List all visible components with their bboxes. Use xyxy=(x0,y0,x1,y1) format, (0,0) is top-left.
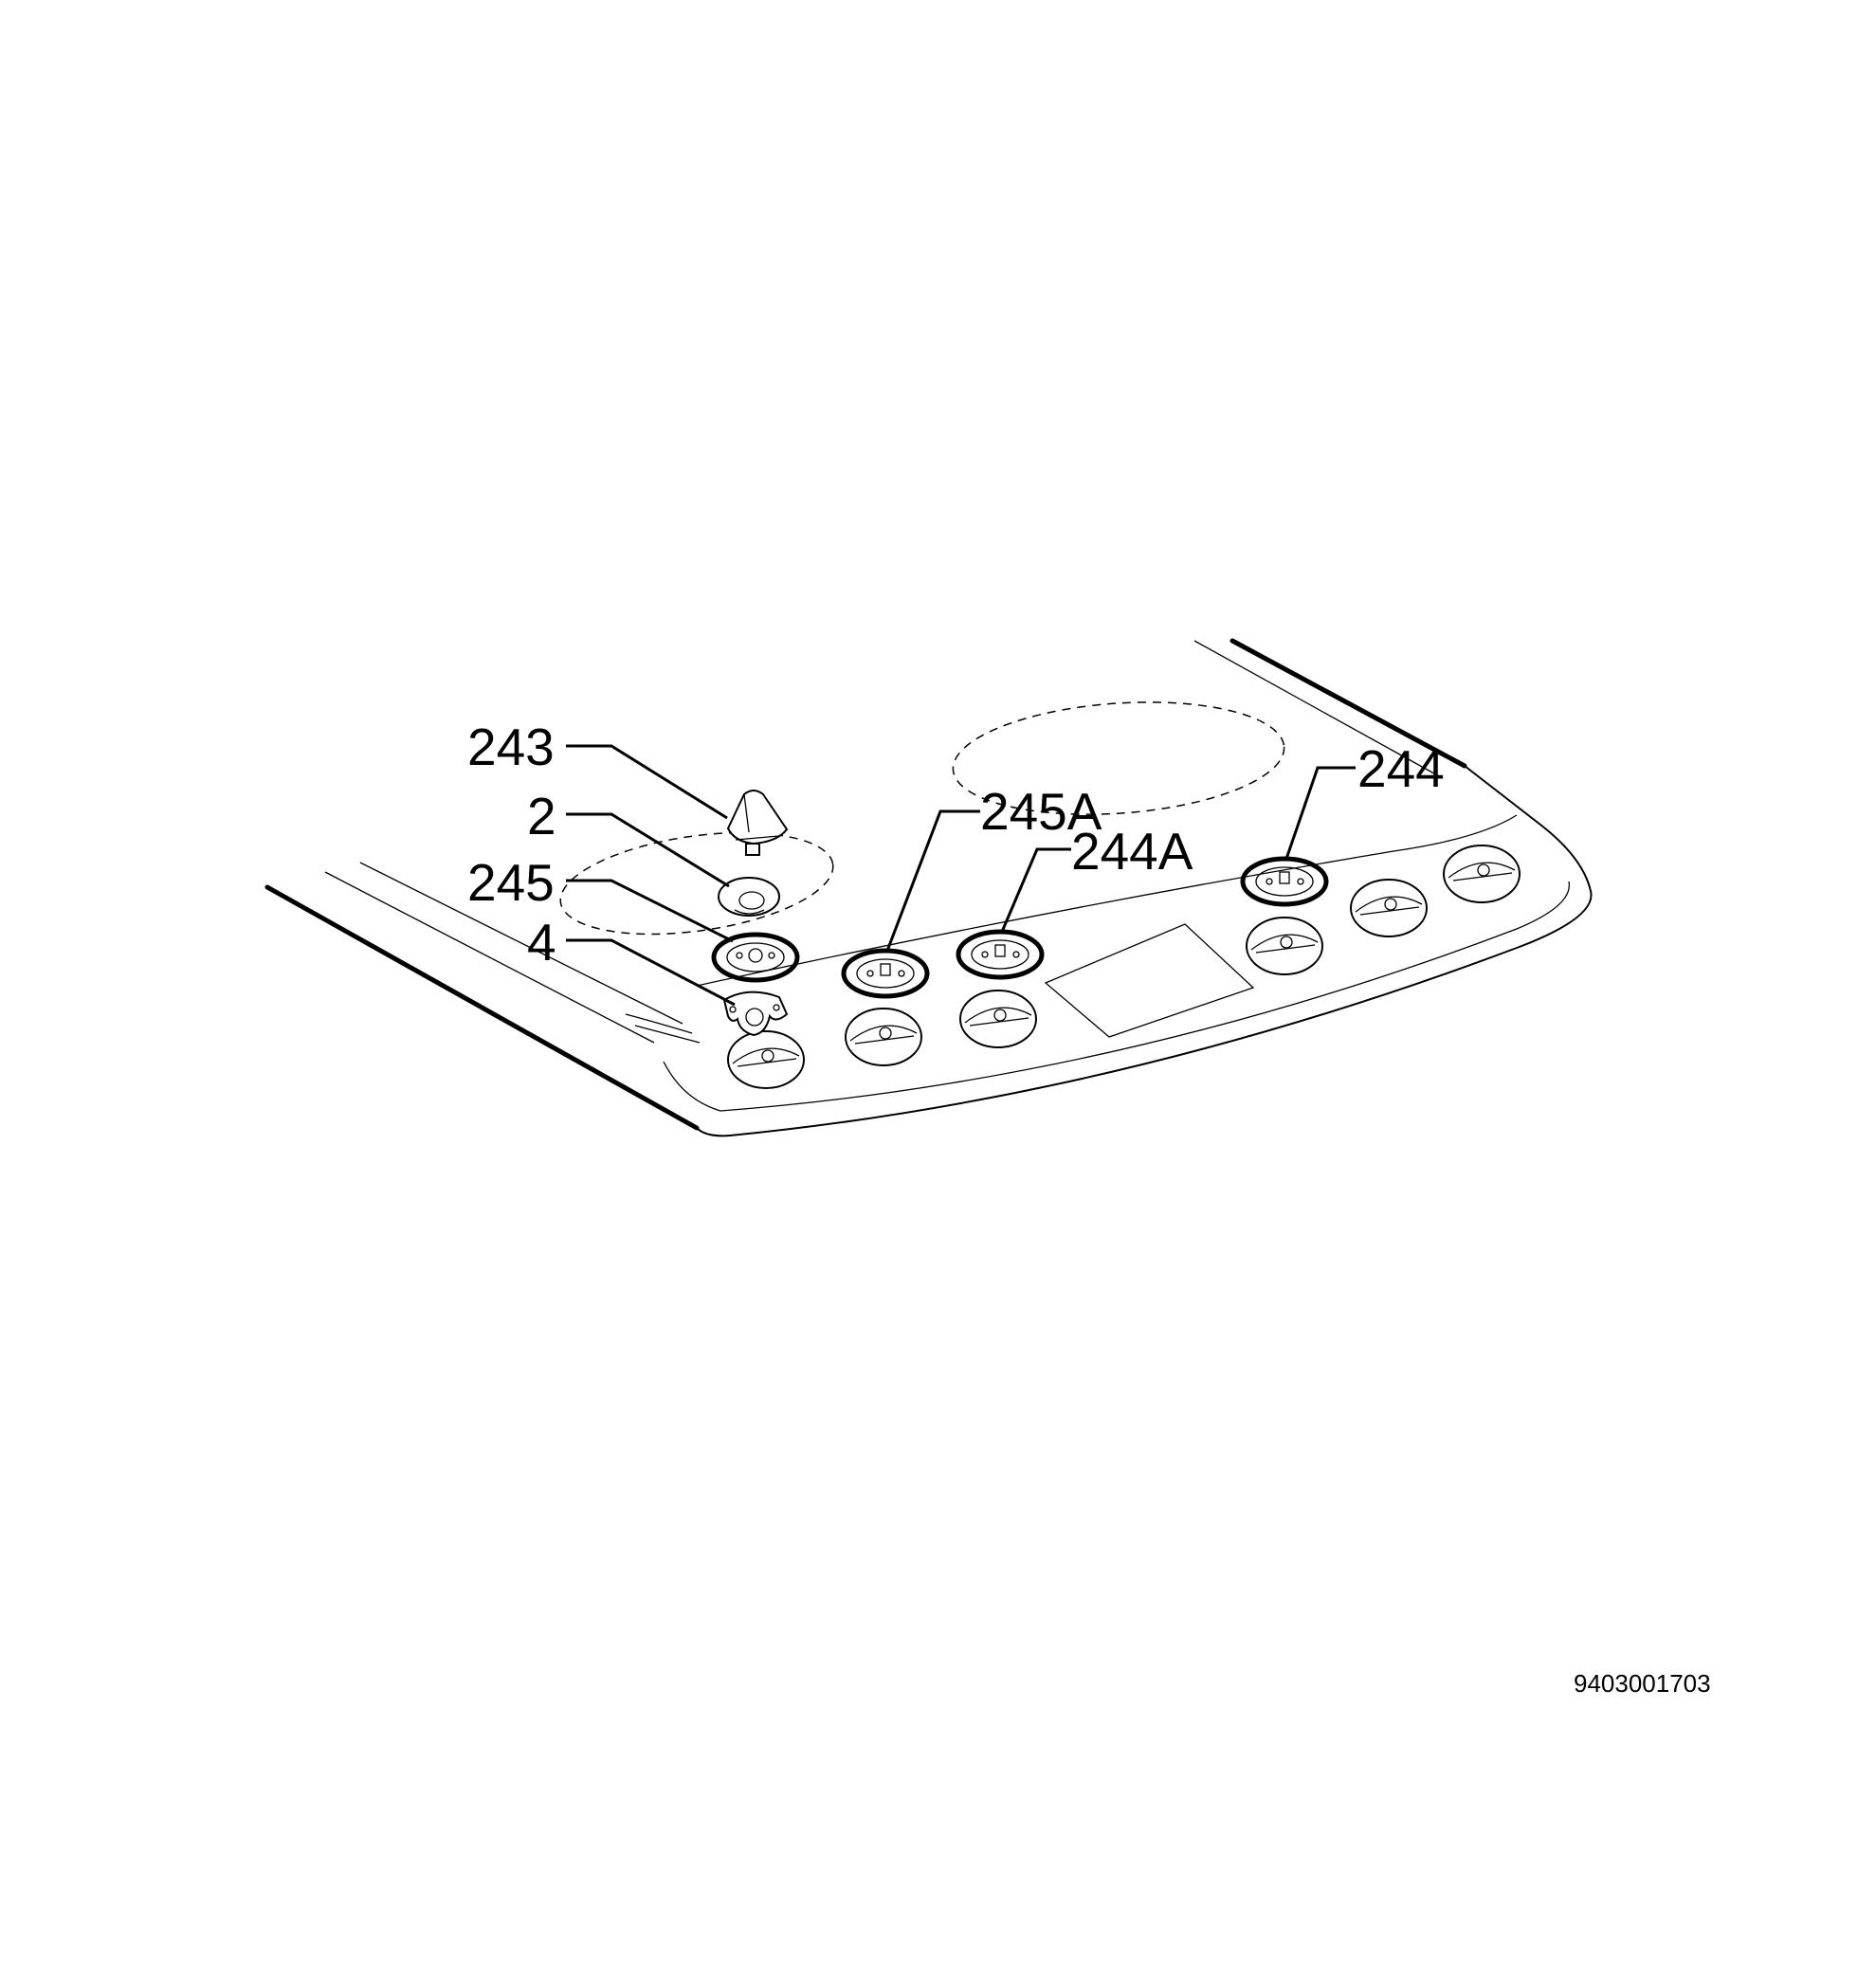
seal-ring-part-245 xyxy=(711,932,800,983)
knob-recess-4 xyxy=(1246,917,1323,975)
seal-ring-part-244 xyxy=(1240,856,1329,907)
panel-inner-edge-left xyxy=(324,871,655,1044)
panel-band-top xyxy=(696,814,1518,987)
leader-244A xyxy=(1000,847,1071,933)
dashed-hob-outline-left xyxy=(559,831,834,936)
panel-inner-edge-left-2 xyxy=(359,862,683,1025)
leader-243 xyxy=(566,744,728,820)
knob-recesses xyxy=(727,845,1521,1089)
knob-recess-2 xyxy=(845,1008,922,1066)
leader-4 xyxy=(566,938,736,1007)
control-knob-part xyxy=(726,790,789,856)
control-panel xyxy=(264,638,1593,1137)
panel-edge-right xyxy=(1229,638,1467,769)
callout-label-244: 244 xyxy=(1357,739,1445,798)
panel-inner-edge-right xyxy=(1193,640,1442,778)
leader-244 xyxy=(1284,766,1356,860)
leader-lines xyxy=(566,744,1356,1007)
panel-front-contour xyxy=(696,765,1593,1137)
panel-front-lip xyxy=(663,881,1570,1112)
seal-ring-part-245A xyxy=(841,948,930,999)
callout-label-245: 245 xyxy=(467,853,555,912)
diagram-reference-number: 9403001703 xyxy=(1574,1669,1711,1698)
callout-label-243: 243 xyxy=(467,718,555,776)
knob-recess-6 xyxy=(1443,845,1521,903)
knob-recess-3 xyxy=(959,990,1037,1048)
callout-label-244A: 244A xyxy=(1071,822,1193,881)
dashed-hob-outline-right xyxy=(952,701,1285,815)
knob-recess-5 xyxy=(1350,879,1428,937)
seal-ring-part-244A xyxy=(956,929,1045,980)
callout-label-4: 4 xyxy=(527,913,556,972)
leader-245 xyxy=(566,879,734,943)
spring-clip-part xyxy=(722,991,789,1037)
display-window xyxy=(1044,923,1255,1038)
panel-accent-2 xyxy=(634,1025,701,1044)
callout-label-245A: 245A xyxy=(980,782,1102,841)
knob-recess-1 xyxy=(727,1030,805,1089)
panel-edge-left xyxy=(264,884,700,1131)
knob-bezel-part xyxy=(718,877,780,917)
callout-label-2: 2 xyxy=(527,787,556,845)
leader-245A xyxy=(885,809,980,952)
leader-2 xyxy=(566,812,730,888)
panel-accent-1 xyxy=(625,1013,693,1034)
